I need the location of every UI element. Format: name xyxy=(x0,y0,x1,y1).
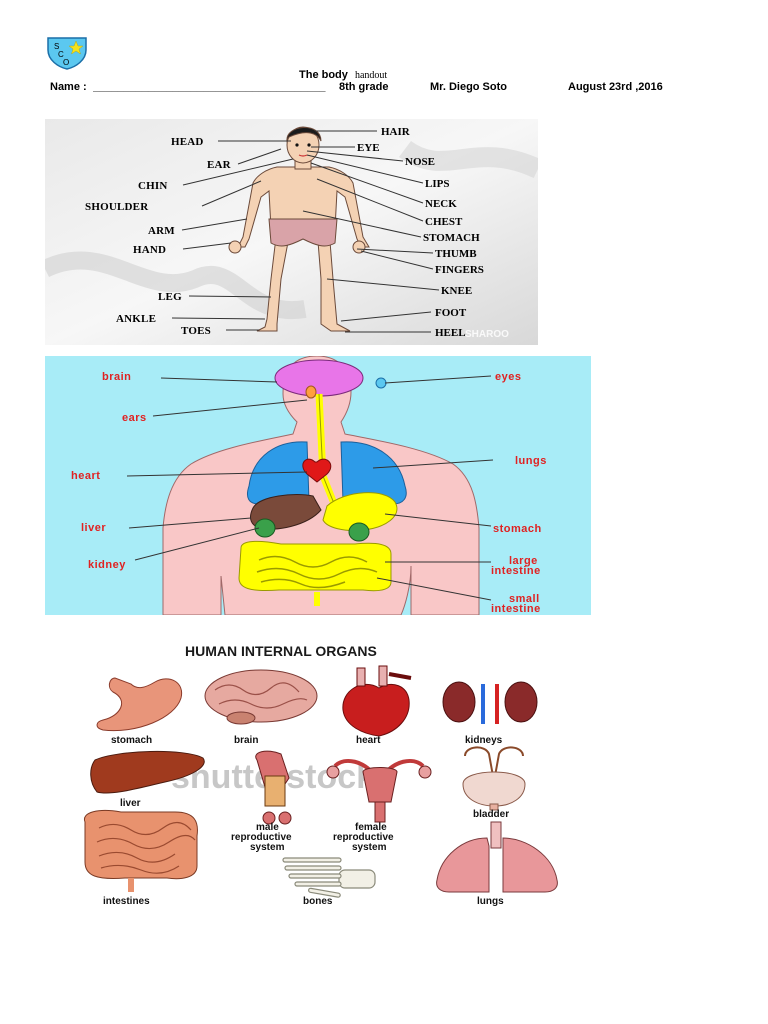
label-foot: FOOT xyxy=(435,307,467,319)
logo-letter-s: S xyxy=(54,42,59,51)
poster-label-stomach: stomach xyxy=(493,523,542,535)
logo-letter-c: C xyxy=(58,50,64,59)
label-head: HEAD xyxy=(171,136,204,148)
heart-illustration xyxy=(342,665,412,737)
label-ankle: ANKLE xyxy=(116,313,156,325)
male-label-line3: system xyxy=(250,842,285,853)
label-knee: KNEE xyxy=(441,285,472,297)
figure2-right-labels: eyes lungs stomach large intestine small… xyxy=(491,371,547,615)
organs-chart-title: HUMAN INTERNAL ORGANS xyxy=(185,643,377,659)
label-shoulder: SHOULDER xyxy=(85,201,149,213)
logo-letter-o: O xyxy=(63,58,69,67)
figure1-left-labels: HEAD EAR CHIN SHOULDER ARM HAND LEG ANKL… xyxy=(85,136,232,337)
hand-bones-illustration xyxy=(282,857,376,898)
right-lung xyxy=(340,441,407,505)
label-thumb: THUMB xyxy=(435,248,477,260)
figure1-watermark: SHAROO xyxy=(465,329,509,340)
left-kidney xyxy=(254,518,276,538)
poster-label-liver: liver xyxy=(81,522,106,534)
internal-organs-poster: brain ears heart liver kidney eyes lungs… xyxy=(45,355,591,616)
handout-title: The body handout xyxy=(299,69,387,81)
teacher-name: Mr. Diego Soto xyxy=(430,81,507,93)
poster-label-heart: heart xyxy=(71,470,100,482)
female-label-line2: reproductive xyxy=(333,832,394,843)
label-nose: NOSE xyxy=(405,156,435,168)
label-fingers: FINGERS xyxy=(435,264,484,276)
large-intestine-shape xyxy=(238,540,392,592)
date-text: August 23rd ,2016 xyxy=(568,81,663,93)
brain-illustration xyxy=(204,669,318,725)
ear-shape xyxy=(305,385,317,399)
organ-label-brain: brain xyxy=(234,735,258,746)
label-eye: EYE xyxy=(357,142,380,154)
label-stomach: STOMACH xyxy=(423,232,480,244)
female-label-line3: system xyxy=(352,842,387,853)
label-toes: TOES xyxy=(181,325,211,337)
poster-label-small-intestine: intestine xyxy=(491,603,541,615)
school-logo: S C O xyxy=(46,36,88,70)
poster-label-small: small xyxy=(509,593,540,605)
label-arm: ARM xyxy=(148,225,175,237)
lungs-illustration xyxy=(436,821,558,893)
label-neck: NECK xyxy=(425,198,457,210)
bladder-illustration xyxy=(462,746,526,811)
poster-label-eyes: eyes xyxy=(495,371,521,383)
male-label-line2: reproductive xyxy=(231,832,292,843)
organ-label-bones: bones xyxy=(303,896,333,907)
poster-label-brain: brain xyxy=(102,371,131,383)
poster-label-ears: ears xyxy=(122,412,147,424)
organ-label-lungs: lungs xyxy=(477,896,504,907)
organ-label-bladder: bladder xyxy=(473,809,509,820)
name-label: Name : xyxy=(50,81,87,93)
label-chin: CHIN xyxy=(138,180,168,192)
female-label-line1: female xyxy=(355,822,387,833)
eye-shape xyxy=(375,377,387,389)
intestines-illustration xyxy=(84,809,198,892)
stomach-illustration xyxy=(96,677,183,732)
kidneys-illustration xyxy=(442,681,538,724)
figure2-left-labels: brain ears heart liver kidney xyxy=(71,371,147,571)
grade-text: 8th grade xyxy=(339,81,389,93)
poster-label-large: large xyxy=(509,555,538,567)
label-ear: EAR xyxy=(207,159,232,171)
label-lips: LIPS xyxy=(425,178,449,190)
human-internal-organs-chart: HUMAN INTERNAL ORGANS shutterstock stoma… xyxy=(45,626,591,912)
figure2-leader-lines xyxy=(126,375,494,601)
star-icon xyxy=(68,40,84,55)
female-reproductive-illustration xyxy=(326,758,432,823)
male-label-line1: male xyxy=(256,822,279,833)
poster-label-large-intestine: intestine xyxy=(491,565,541,577)
organ-label-intestines: intestines xyxy=(103,896,150,907)
poster-label-lungs: lungs xyxy=(515,455,547,467)
heart-shape xyxy=(302,458,332,483)
male-reproductive-illustration xyxy=(255,750,292,825)
label-heel: HEEL xyxy=(435,327,466,339)
organ-label-stomach: stomach xyxy=(111,735,152,746)
poster-label-kidney: kidney xyxy=(88,559,126,571)
label-chest: CHEST xyxy=(425,216,463,228)
organ-label-kidneys: kidneys xyxy=(465,735,503,746)
subtitle-text: handout xyxy=(354,70,388,81)
label-leg: LEG xyxy=(158,291,182,303)
external-body-parts-figure: HEAD EAR CHIN SHOULDER ARM HAND LEG ANKL… xyxy=(40,119,543,345)
stomach-shape xyxy=(322,492,398,531)
organ-label-liver: liver xyxy=(120,798,141,809)
figure1-right-labels: HAIR EYE NOSE LIPS NECK CHEST STOMACH TH… xyxy=(357,126,484,339)
brain-shape xyxy=(274,359,364,397)
liver-illustration xyxy=(90,750,205,794)
figure1-leader-lines xyxy=(171,130,440,333)
title-text: The body xyxy=(299,69,348,81)
label-hand: HAND xyxy=(133,244,166,256)
right-kidney xyxy=(348,522,370,542)
label-hair: HAIR xyxy=(381,126,411,138)
small-intestine-shape xyxy=(256,555,378,589)
name-blank-line[interactable]: ______________________________________ xyxy=(93,81,326,93)
organ-label-heart: heart xyxy=(356,735,381,746)
